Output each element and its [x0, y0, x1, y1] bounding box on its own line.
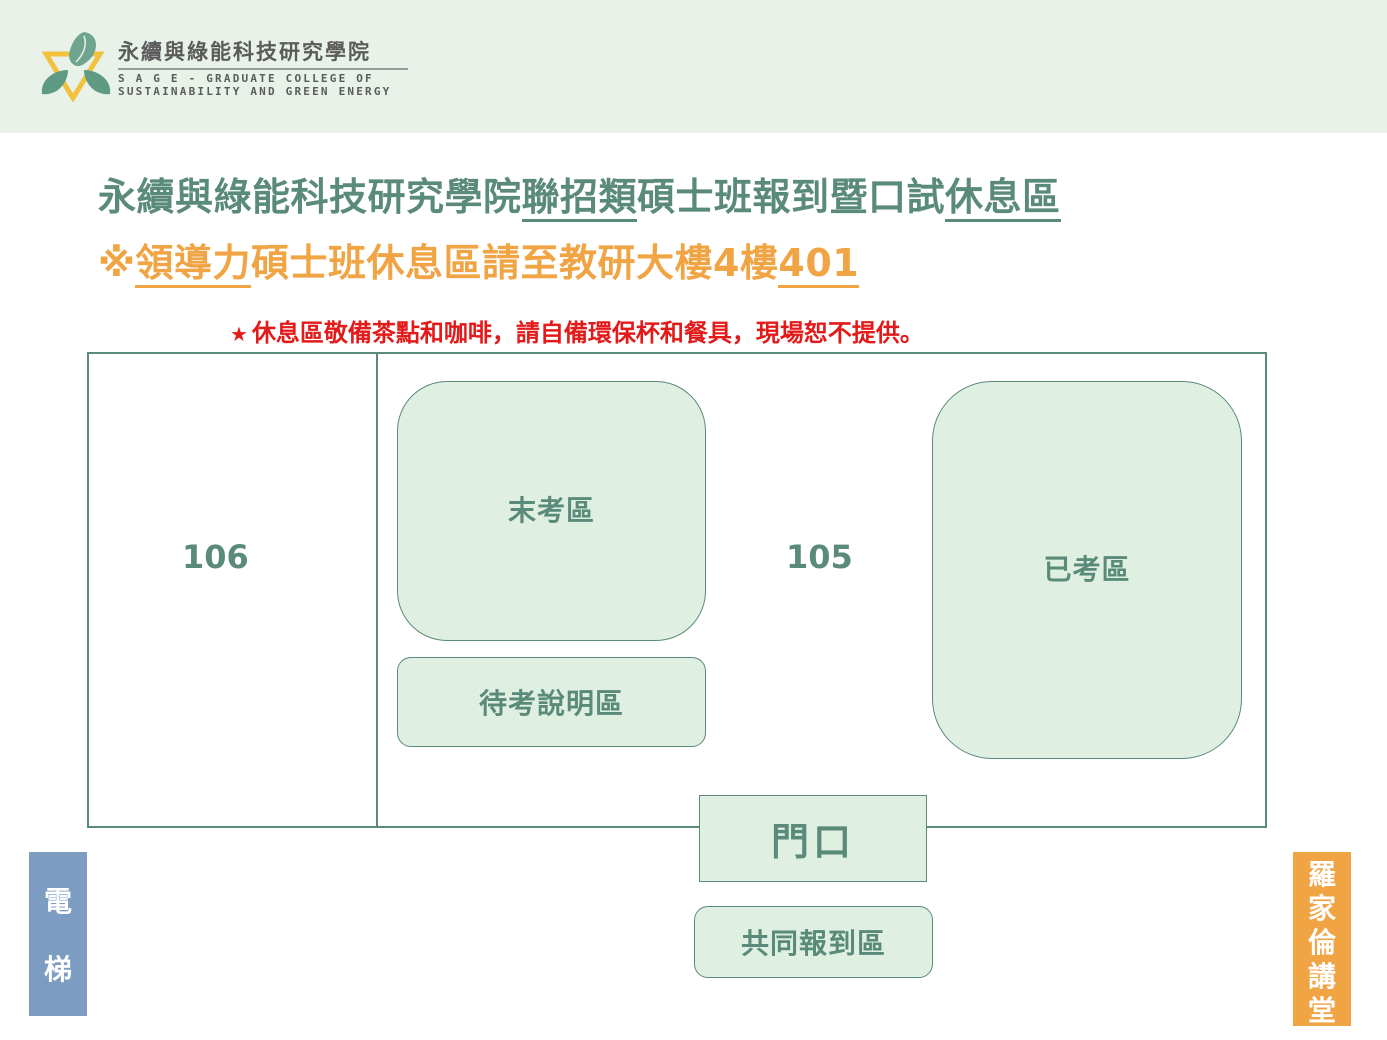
elevator-char: 梯 [43, 953, 72, 986]
lecture-hall-char: 講 [1307, 960, 1336, 993]
leaf-triangle-logo-icon [41, 32, 111, 102]
lecture-hall-landmark: 羅 家 倫 講 堂 [1293, 852, 1351, 1027]
lecture-hall-char: 倫 [1307, 926, 1336, 959]
college-logo: 永續與綠能科技研究學院 S A G E - GRADUATE COLLEGE O… [40, 30, 420, 102]
elevator-landmark: 電 梯 [29, 852, 87, 1016]
note-underlined-leadership: 領導力 [135, 241, 251, 288]
zone-not-yet-tested-label: 末考區 [507, 494, 595, 527]
common-check-in-label: 共同報到區 [740, 927, 886, 960]
note-middle: 碩士班休息區請至教研大樓4樓 [250, 241, 779, 285]
common-check-in-area: 共同報到區 [694, 906, 933, 978]
title-middle: 碩士班報到暨口試 [637, 175, 946, 219]
lecture-hall-char: 羅 [1307, 858, 1336, 891]
zone-pre-exam-briefing: 待考說明區 [397, 657, 706, 747]
logo-english-line-2: SUSTAINABILITY AND GREEN ENERGY [118, 85, 392, 98]
floorplan-outline [87, 352, 1267, 828]
entrance-door: 門口 [699, 795, 927, 882]
leadership-program-note: ※領導力碩士班休息區請至教研大樓4樓401 [98, 232, 860, 288]
title-underlined-rest-area: 休息區 [945, 175, 1061, 222]
note-underlined-room-401: 401 [778, 241, 860, 288]
room-105-label: 105 [786, 538, 853, 576]
reference-mark: ※ [98, 241, 136, 285]
entrance-door-label: 門口 [770, 820, 855, 864]
refreshment-notice: ★休息區敬備茶點和咖啡，請自備環保杯和餐具，現場恕不提供。 [230, 313, 924, 348]
logo-chinese-name: 永續與綠能科技研究學院 [118, 40, 371, 64]
zone-not-yet-tested: 末考區 [397, 381, 706, 641]
page-title: 永續與綠能科技研究學院聯招類碩士班報到暨口試休息區 [98, 166, 1061, 222]
zone-already-tested: 已考區 [932, 381, 1242, 759]
room-106-label: 106 [182, 538, 249, 576]
star-icon: ★ [230, 322, 248, 346]
logo-english-line-1: S A G E - GRADUATE COLLEGE OF [118, 72, 374, 85]
header-band [0, 0, 1387, 133]
title-prefix: 永續與綠能科技研究學院 [98, 175, 522, 219]
notice-text: 休息區敬備茶點和咖啡，請自備環保杯和餐具，現場恕不提供。 [251, 319, 924, 347]
room-divider-wall [376, 352, 378, 828]
lecture-hall-char: 家 [1307, 892, 1336, 925]
zone-already-tested-label: 已考區 [1043, 553, 1131, 586]
title-underlined-joint-admission: 聯招類 [521, 175, 638, 222]
elevator-char: 電 [43, 885, 72, 918]
logo-english-name: S A G E - GRADUATE COLLEGE OF SUSTAINABI… [118, 72, 392, 98]
lecture-hall-char: 堂 [1307, 994, 1336, 1027]
zone-pre-exam-briefing-label: 待考說明區 [478, 687, 624, 720]
logo-divider [118, 68, 408, 70]
